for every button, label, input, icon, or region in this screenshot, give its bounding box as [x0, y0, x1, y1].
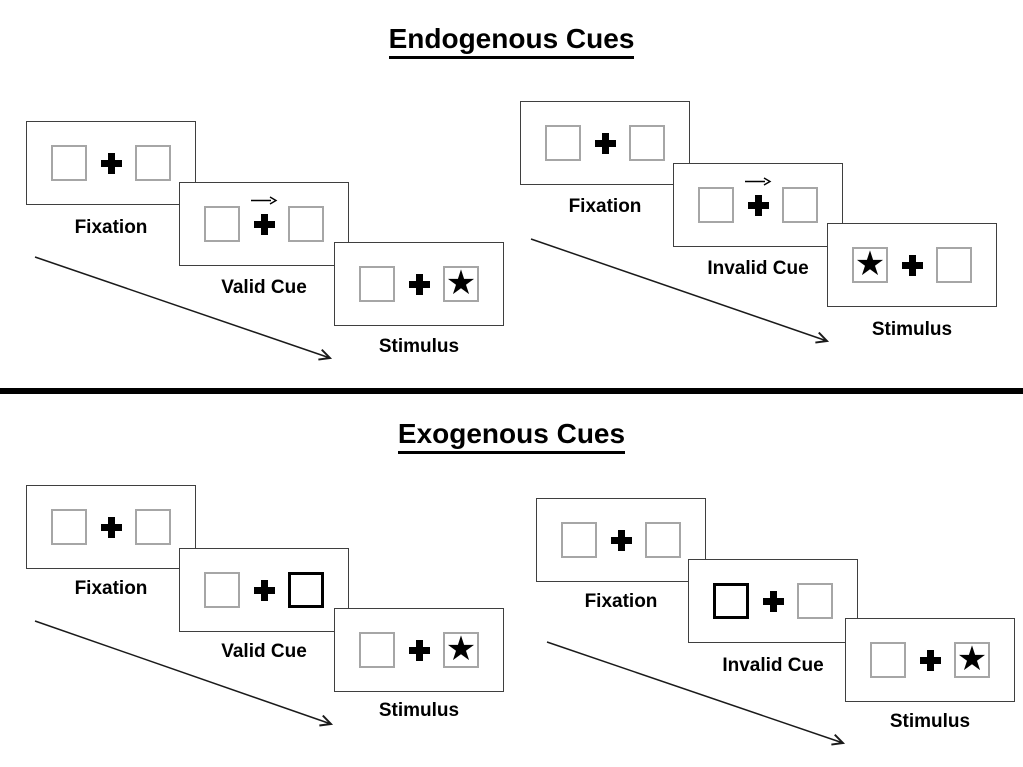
star-icon: ★	[445, 262, 477, 303]
right-placeholder-box	[288, 206, 324, 242]
fixation-cross-icon	[100, 516, 122, 538]
section-divider	[0, 388, 1023, 394]
stimulus-panel: ★	[845, 618, 1015, 702]
trial-label: Stimulus	[889, 711, 971, 732]
highlighted-cue-box	[288, 572, 324, 608]
fixation-cross-icon	[901, 254, 923, 276]
trial-label: Invalid Cue	[707, 258, 809, 279]
left-placeholder-box	[51, 509, 87, 545]
star-icon: ★	[445, 628, 477, 669]
stimulus-panel: ★	[827, 223, 997, 307]
right-arrow-cue-icon	[745, 177, 772, 186]
right-placeholder-box	[135, 509, 171, 545]
center-cell	[597, 499, 645, 581]
fixation-cross-icon	[253, 213, 275, 235]
fixation-panel	[26, 485, 196, 569]
trial-label: Stimulus	[871, 319, 953, 340]
fixation-cross-icon	[594, 132, 616, 154]
right-placeholder-box	[782, 187, 818, 223]
invalid-cue-panel	[673, 163, 843, 247]
center-cell	[395, 243, 443, 325]
target-box: ★	[443, 266, 479, 302]
stimulus-panel: ★	[334, 242, 504, 326]
trial-label: Valid Cue	[221, 641, 307, 662]
trial-label: Stimulus	[378, 336, 460, 357]
right-arrow-cue-icon	[251, 196, 278, 205]
trial-label: Stimulus	[378, 700, 460, 721]
timeline-arrow	[34, 620, 334, 727]
target-box: ★	[443, 632, 479, 668]
fixation-cross-icon	[100, 152, 122, 174]
section-title-text: Endogenous Cues	[388, 23, 635, 59]
section-title-endogenous: Endogenous Cues	[0, 22, 1023, 59]
fixation-cross-icon	[762, 590, 784, 612]
trial-label: Fixation	[74, 578, 148, 599]
center-cell	[749, 560, 797, 642]
star-icon: ★	[854, 243, 886, 284]
target-box: ★	[852, 247, 888, 283]
valid-cue-panel	[179, 548, 349, 632]
center-cell	[395, 609, 443, 691]
timeline-arrow	[34, 256, 333, 361]
center-cell	[581, 102, 629, 184]
center-cell	[240, 183, 288, 265]
center-cell	[240, 549, 288, 631]
right-placeholder-box	[629, 125, 665, 161]
left-placeholder-box	[359, 266, 395, 302]
fixation-cross-icon	[919, 649, 941, 671]
left-placeholder-box	[359, 632, 395, 668]
invalid-cue-panel	[688, 559, 858, 643]
fixation-panel	[520, 101, 690, 185]
left-placeholder-box	[545, 125, 581, 161]
trial-label: Fixation	[568, 196, 642, 217]
left-placeholder-box	[698, 187, 734, 223]
trial-label: Invalid Cue	[722, 655, 824, 676]
section-title-exogenous: Exogenous Cues	[0, 417, 1023, 454]
center-cell	[87, 486, 135, 568]
left-placeholder-box	[204, 572, 240, 608]
right-placeholder-box	[797, 583, 833, 619]
right-placeholder-box	[936, 247, 972, 283]
section-title-text: Exogenous Cues	[397, 418, 626, 454]
right-placeholder-box	[135, 145, 171, 181]
fixation-panel	[536, 498, 706, 582]
fixation-cross-icon	[747, 194, 769, 216]
trial-label: Fixation	[74, 217, 148, 238]
trial-label: Fixation	[584, 591, 658, 612]
valid-cue-panel	[179, 182, 349, 266]
fixation-cross-icon	[253, 579, 275, 601]
center-cell	[734, 164, 782, 246]
left-placeholder-box	[51, 145, 87, 181]
center-cell	[87, 122, 135, 204]
left-placeholder-box	[204, 206, 240, 242]
center-cell	[888, 224, 936, 306]
fixation-cross-icon	[408, 273, 430, 295]
target-box: ★	[954, 642, 990, 678]
left-placeholder-box	[561, 522, 597, 558]
fixation-cross-icon	[408, 639, 430, 661]
timeline-arrow	[530, 238, 830, 344]
stimulus-panel: ★	[334, 608, 504, 692]
fixation-cross-icon	[610, 529, 632, 551]
highlighted-cue-box	[713, 583, 749, 619]
center-cell	[906, 619, 954, 701]
star-icon: ★	[956, 638, 988, 679]
left-placeholder-box	[870, 642, 906, 678]
trial-label: Valid Cue	[221, 277, 307, 298]
right-placeholder-box	[645, 522, 681, 558]
fixation-panel	[26, 121, 196, 205]
timeline-arrow	[546, 641, 846, 746]
